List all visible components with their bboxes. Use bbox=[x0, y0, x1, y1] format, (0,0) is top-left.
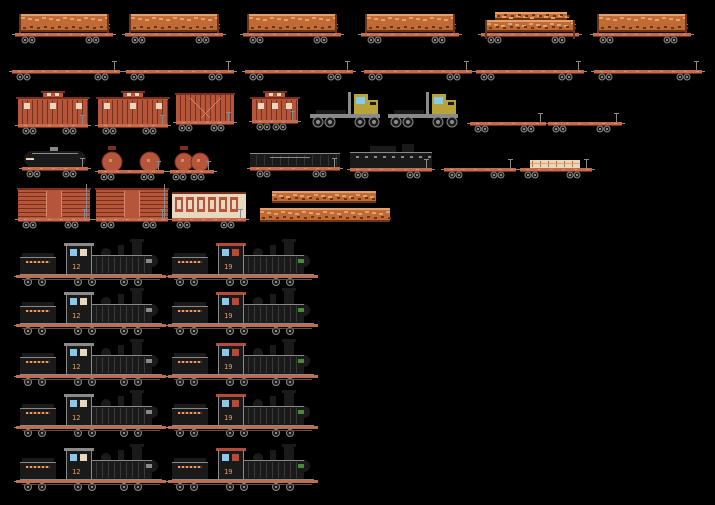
caboose-small-sprite bbox=[249, 91, 301, 131]
shay-locomotive-12-sprite: 12 bbox=[14, 444, 166, 491]
shay-locomotive-19-sprite: 19 bbox=[166, 390, 318, 437]
shay-locomotive-12-sprite: 12 bbox=[14, 390, 166, 437]
flatcar-sprite bbox=[9, 61, 123, 81]
shay-locomotive-19-sprite: 19 bbox=[166, 339, 318, 386]
caboose-sprite bbox=[95, 91, 171, 135]
boxcar-sprite bbox=[15, 184, 93, 229]
log-car-sprite bbox=[358, 14, 462, 44]
flatcar-sprite bbox=[473, 61, 587, 81]
log-truck-sprite bbox=[310, 92, 380, 128]
log-load-sprite bbox=[272, 191, 376, 203]
stock-car-sprite bbox=[169, 192, 249, 229]
svg-text:19: 19 bbox=[224, 414, 232, 422]
log-car-sprite bbox=[590, 14, 694, 44]
gondola-sprite bbox=[247, 153, 343, 178]
tank-car-twin-sprite bbox=[95, 146, 167, 181]
caboose-sprite bbox=[15, 91, 91, 135]
boxcar-small-sprite bbox=[173, 93, 237, 132]
svg-text:12: 12 bbox=[72, 363, 80, 371]
tank-car-sprite bbox=[19, 147, 91, 178]
svg-text:12: 12 bbox=[72, 312, 80, 320]
flatcar-sprite bbox=[591, 61, 705, 81]
log-truck-sprite bbox=[388, 92, 458, 128]
svg-text:19: 19 bbox=[224, 312, 232, 320]
shay-locomotive-19-sprite: 19 bbox=[166, 444, 318, 491]
flatcar-sprite bbox=[123, 61, 237, 81]
tank-car-twin-small-sprite bbox=[167, 146, 217, 181]
flatcar-short-sprite bbox=[545, 113, 625, 133]
svg-text:12: 12 bbox=[72, 414, 80, 422]
flatcar-lumber-sprite bbox=[517, 159, 595, 179]
shay-locomotive-19-sprite: 19 bbox=[166, 239, 318, 286]
flatcar-sprite bbox=[361, 61, 475, 81]
flatcar-sprite bbox=[242, 61, 356, 81]
svg-text:19: 19 bbox=[224, 263, 232, 271]
svg-text:12: 12 bbox=[72, 468, 80, 476]
svg-text:19: 19 bbox=[224, 468, 232, 476]
water-car-sprite bbox=[347, 144, 435, 179]
shay-locomotive-12-sprite: 12 bbox=[14, 239, 166, 286]
log-load-long-sprite bbox=[260, 208, 391, 222]
svg-text:19: 19 bbox=[224, 363, 232, 371]
log-car-sprite bbox=[240, 14, 344, 44]
boxcar-sprite bbox=[93, 184, 171, 229]
flatcar-short-sprite bbox=[441, 159, 519, 179]
log-car-sprite bbox=[122, 14, 226, 44]
shay-locomotive-12-sprite: 12 bbox=[14, 288, 166, 335]
svg-text:12: 12 bbox=[72, 263, 80, 271]
shay-locomotive-12-sprite: 12 bbox=[14, 339, 166, 386]
log-car-tall-load-sprite bbox=[478, 12, 582, 44]
flatcar-short-sprite bbox=[467, 113, 549, 133]
shay-locomotive-19-sprite: 19 bbox=[166, 288, 318, 335]
log-car-sprite bbox=[12, 14, 116, 44]
